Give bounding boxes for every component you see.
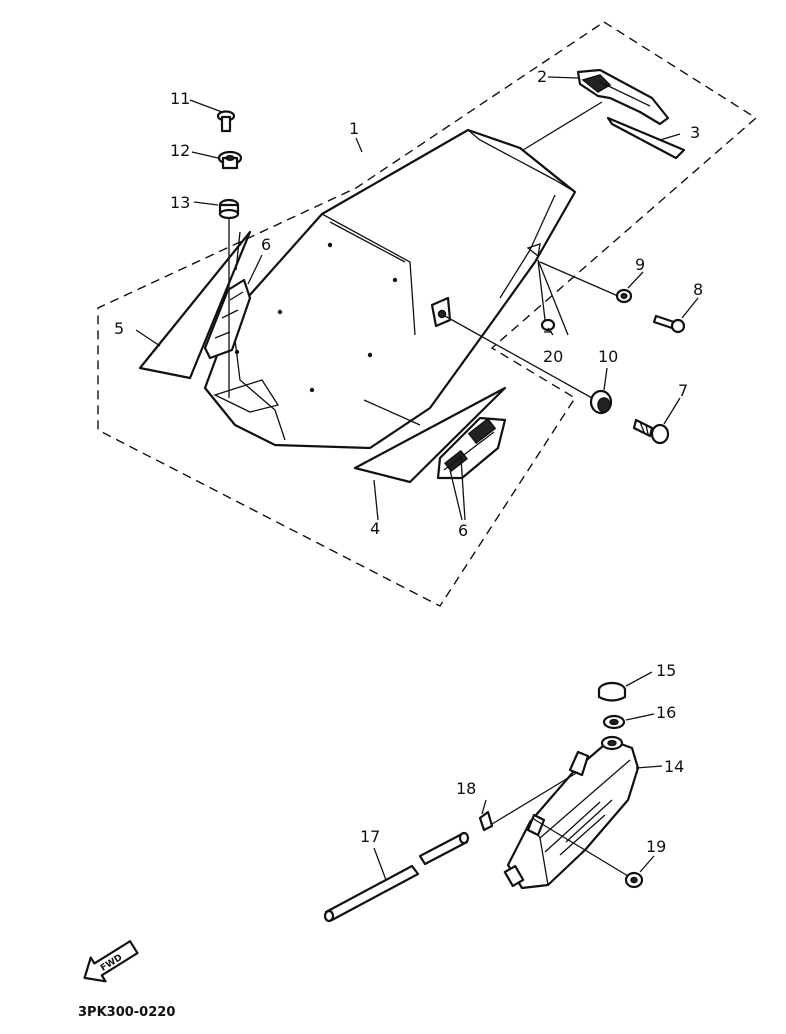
side-panel-right [353,386,507,484]
bracket-left [203,278,252,360]
callout-5: 5 [114,319,124,338]
emblem-strip [606,116,686,160]
grommet-13 [218,198,240,220]
side-panel-left [138,230,252,380]
bracket-right [436,416,507,480]
callout-15: 15 [656,661,676,680]
callout-20: 20 [543,347,563,366]
callout-3: 3 [690,123,700,142]
callout-6a: 6 [261,235,271,254]
callout-1: 1 [349,119,359,138]
assembly-boundary [97,21,758,607]
cap-15 [597,681,627,702]
callout-19: 19 [646,837,666,856]
clip-20 [540,318,556,333]
callout-4: 4 [370,519,380,538]
diagram-code: 3PK300-0220 [78,1005,175,1020]
callout-12: 12 [170,141,190,160]
callout-14: 14 [664,757,684,776]
forward-arrow: FWD [83,940,139,983]
bolt-19 [624,871,644,889]
callout-2: 2 [537,67,547,86]
bolt-8 [652,314,686,334]
callout-16: 16 [656,703,676,722]
callout-8: 8 [693,280,703,299]
grab-rail [576,68,670,126]
hose-17 [323,831,470,923]
callout-10: 10 [598,347,618,366]
bolt-7 [632,418,670,445]
callout-numbers: 2 3 1 11 12 13 6 5 9 8 20 10 7 4 6 15 16… [114,67,703,856]
screw-11 [216,110,236,133]
leader-lines [135,76,699,881]
callout-11: 11 [170,89,190,108]
callout-17: 17 [360,827,380,846]
nut-9 [615,288,633,304]
callout-6b: 6 [458,521,468,540]
seat-cowl [203,128,577,450]
gasket-16 [602,714,626,730]
callout-9: 9 [635,255,645,274]
callout-13: 13 [170,193,190,212]
callout-7: 7 [678,381,688,400]
reservoir-tank-14 [503,735,640,890]
clamp-18 [478,810,494,832]
callout-18: 18 [456,779,476,798]
collar-12 [217,150,243,170]
damper-10 [589,389,613,415]
